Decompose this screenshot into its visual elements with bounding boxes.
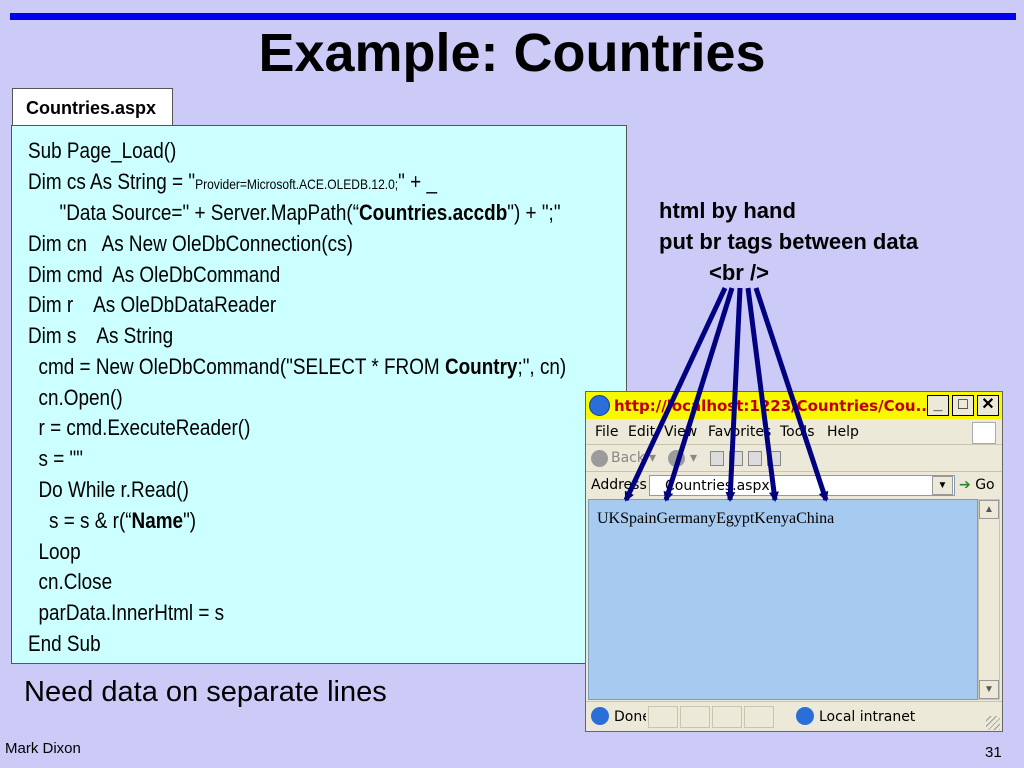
browser-title: http://localhost:1223/Countries/Cou...: [614, 397, 933, 415]
address-label: Address: [591, 477, 647, 493]
close-button[interactable]: ✕: [977, 395, 999, 416]
status-cell: [712, 706, 742, 728]
browser-titlebar[interactable]: http://localhost:1223/Countries/Cou... _…: [586, 392, 1002, 419]
code-line: Dim r As OleDbDataReader: [28, 292, 277, 317]
ie-icon: [589, 395, 610, 416]
back-dropdown-icon[interactable]: ▾: [649, 450, 657, 466]
page-icon: [591, 707, 609, 725]
go-label: Go: [975, 477, 995, 493]
annotation-line-2: put br tags between data: [659, 229, 919, 254]
address-dropdown-icon[interactable]: ▼: [932, 476, 953, 495]
footer-author: Mark Dixon: [5, 740, 81, 757]
scroll-down-icon[interactable]: ▼: [979, 680, 999, 699]
status-text: Done: [614, 709, 646, 725]
vertical-scrollbar[interactable]: ▲ ▼: [978, 499, 1000, 700]
refresh-icon[interactable]: [729, 451, 743, 466]
browser-toolbar: Back ▾ ▾: [586, 446, 1002, 472]
browser-menubar: File Edit View Favorites Tools Help: [586, 420, 1002, 445]
code-line: Do While r.Read(): [28, 477, 189, 502]
file-tab-label: Countries.aspx: [12, 88, 173, 126]
menu-tools[interactable]: Tools: [780, 424, 815, 440]
address-value: Countries.aspx: [665, 478, 770, 494]
annotation-line-1: html by hand: [659, 198, 796, 223]
code-listing: Sub Page_Load() Dim cs As String = "Prov…: [11, 125, 627, 664]
code-line: Dim s As String: [28, 323, 174, 348]
go-arrow-icon: ➔: [959, 477, 971, 493]
page-number: 31: [985, 744, 1002, 761]
local-intranet-icon: [796, 707, 814, 725]
page-content: UKSpainGermanyEgyptKenyaChina: [588, 499, 978, 700]
stop-icon[interactable]: [710, 451, 724, 466]
code-line: cn.Close: [28, 569, 113, 594]
forward-dropdown-icon[interactable]: ▾: [690, 450, 698, 466]
code-line: cmd = New OleDbCommand("SELECT * FROM Co…: [28, 354, 567, 379]
code-line: Dim cmd As OleDbCommand: [28, 262, 281, 287]
code-line: s = "": [28, 446, 83, 471]
menu-help[interactable]: Help: [827, 424, 859, 440]
code-line: "Data Source=" + Server.MapPath(“Countri…: [28, 200, 561, 225]
title-rule: [10, 13, 1016, 20]
back-arrow-icon[interactable]: [591, 450, 608, 467]
annotation-line-3: <br />: [709, 260, 769, 285]
search-icon[interactable]: [767, 451, 781, 466]
menu-edit[interactable]: Edit: [628, 424, 656, 440]
code-line: parData.InnerHtml = s: [28, 600, 225, 625]
zone-text: Local intranet: [819, 709, 916, 725]
slide-note: Need data on separate lines: [24, 676, 387, 708]
code-line: s = s & r(“Name"): [28, 508, 197, 533]
resize-grip-icon[interactable]: [986, 716, 1000, 730]
code-line: cn.Open(): [28, 385, 123, 410]
minimize-button[interactable]: _: [927, 395, 949, 416]
status-cell: [680, 706, 710, 728]
status-cell: [744, 706, 774, 728]
code-line: Dim cs As String = "Provider=Microsoft.A…: [28, 169, 437, 194]
menu-favorites[interactable]: Favorites: [708, 424, 772, 440]
address-input[interactable]: Countries.aspx: [649, 475, 955, 496]
status-cell: [648, 706, 678, 728]
home-icon[interactable]: [748, 451, 762, 466]
go-button[interactable]: ➔ Go: [959, 477, 995, 493]
browser-window: http://localhost:1223/Countries/Cou... _…: [585, 391, 1003, 732]
code-line: Sub Page_Load(): [28, 138, 177, 163]
address-bar: Address Countries.aspx ▼ ➔ Go: [586, 473, 1002, 498]
page-text: UKSpainGermanyEgyptKenyaChina: [597, 510, 835, 527]
status-bar: Done Local intranet: [586, 701, 1002, 731]
code-line: Loop: [28, 539, 81, 564]
maximize-button[interactable]: □: [952, 395, 974, 416]
back-button-label[interactable]: Back: [611, 450, 645, 466]
slide-title: Example: Countries: [258, 23, 766, 83]
code-line: Dim cn As New OleDbConnection(cs): [28, 231, 353, 256]
menu-file[interactable]: File: [595, 424, 619, 440]
code-line: r = cmd.ExecuteReader(): [28, 415, 251, 440]
windows-flag-icon: [972, 422, 996, 444]
scroll-up-icon[interactable]: ▲: [979, 500, 999, 519]
forward-arrow-icon[interactable]: [668, 450, 685, 467]
code-line: End Sub: [28, 631, 101, 656]
menu-view[interactable]: View: [664, 424, 698, 440]
